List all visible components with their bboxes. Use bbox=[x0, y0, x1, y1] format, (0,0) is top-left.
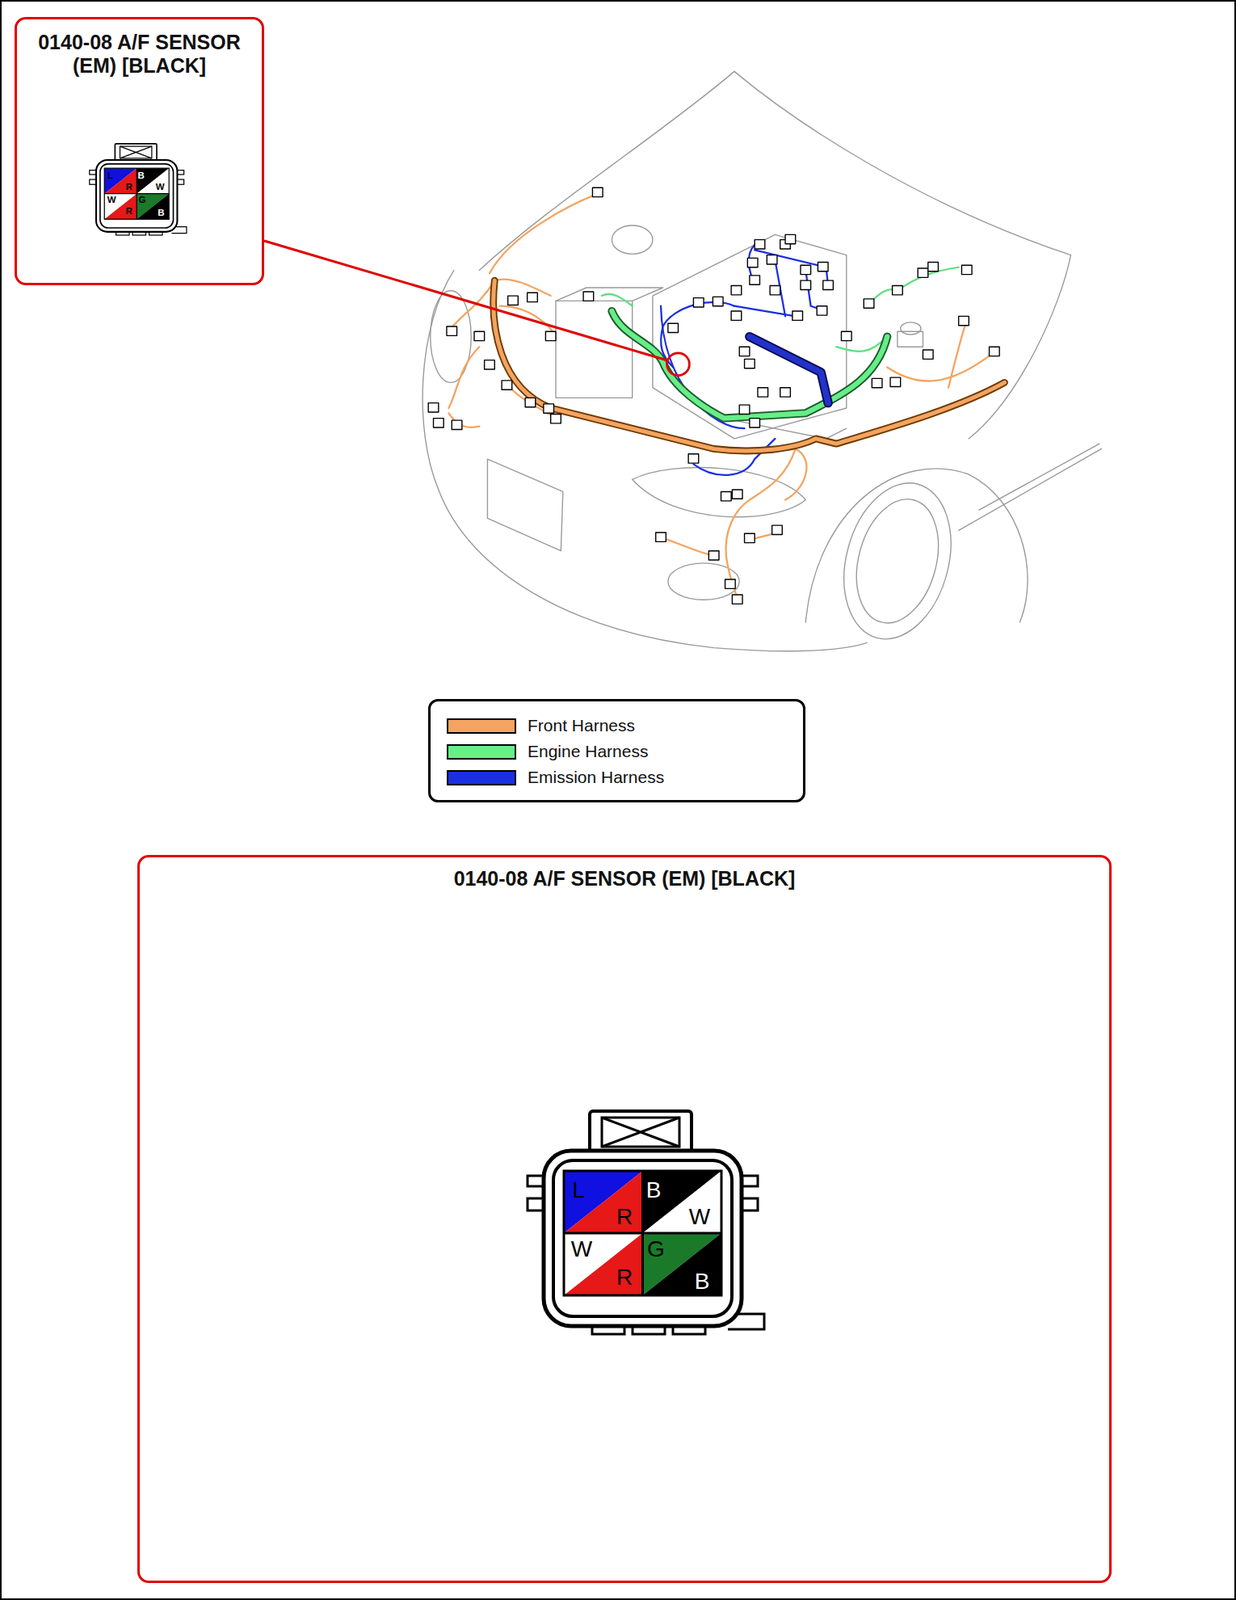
legend-swatch bbox=[446, 718, 517, 734]
legend-text: Emission Harness bbox=[527, 767, 665, 787]
pin-color-code: W bbox=[689, 1205, 711, 1228]
legend-swatch bbox=[446, 769, 517, 786]
legend-swatch bbox=[446, 744, 517, 760]
legend-text: Front Harness bbox=[527, 715, 635, 736]
panel-title: 0140-08 A/F SENSOR (EM) [BLACK] bbox=[25, 30, 254, 78]
pin-color-code: R bbox=[616, 1205, 633, 1228]
pin-color-code: L bbox=[571, 1178, 585, 1202]
pin-color-code: W bbox=[107, 195, 117, 205]
pin-color-code: B bbox=[157, 209, 164, 219]
legend-row: Engine Harness bbox=[446, 738, 787, 765]
pin-color-code: B bbox=[646, 1178, 662, 1202]
panel-title: 0140-08 A/F SENSOR (EM) [BLACK] bbox=[147, 866, 1102, 891]
pin-color-code: L bbox=[107, 171, 114, 181]
pin-color-code: G bbox=[647, 1237, 665, 1261]
pin-color-code: B bbox=[694, 1269, 711, 1293]
legend-row: Front Harness bbox=[446, 712, 787, 739]
pin-color-code: B bbox=[138, 171, 145, 181]
pin-color-code: W bbox=[155, 182, 165, 192]
pin-color-code: G bbox=[138, 195, 147, 205]
pin-color-code: R bbox=[126, 207, 133, 217]
pin-color-code: R bbox=[616, 1265, 633, 1289]
legend-text: Engine Harness bbox=[527, 741, 648, 761]
legend-box: Front HarnessEngine HarnessEmission Harn… bbox=[428, 698, 806, 803]
sensor-panel: 0140-08 A/F SENSOR (EM) [BLACK] bbox=[14, 16, 265, 286]
pin-color-code: W bbox=[571, 1237, 593, 1261]
pin-color-code: R bbox=[126, 182, 133, 192]
legend-row: Emission Harness bbox=[446, 764, 787, 791]
